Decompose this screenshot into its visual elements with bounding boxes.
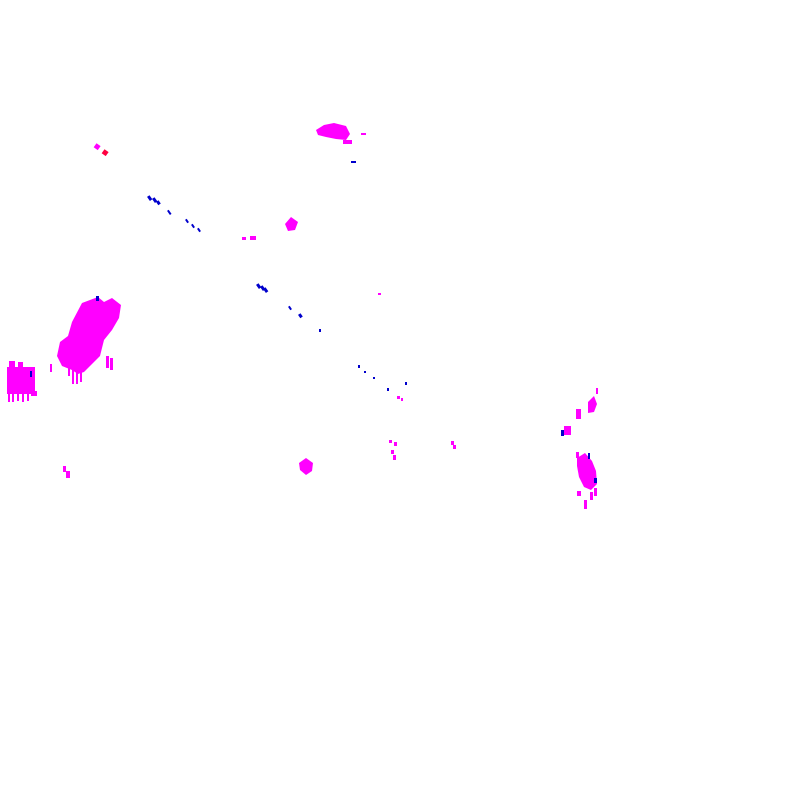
echo-cluster-north bbox=[316, 123, 366, 163]
echo-cluster-west-large bbox=[50, 296, 121, 384]
echo-cluster-south-center bbox=[63, 440, 456, 478]
echo-cluster-center-small bbox=[242, 217, 403, 401]
echo-cluster-east bbox=[561, 388, 598, 509]
echo-cluster-west-small bbox=[7, 361, 37, 402]
clutter-trail-blue bbox=[147, 195, 407, 391]
echo-speck-northwest bbox=[93, 143, 109, 157]
